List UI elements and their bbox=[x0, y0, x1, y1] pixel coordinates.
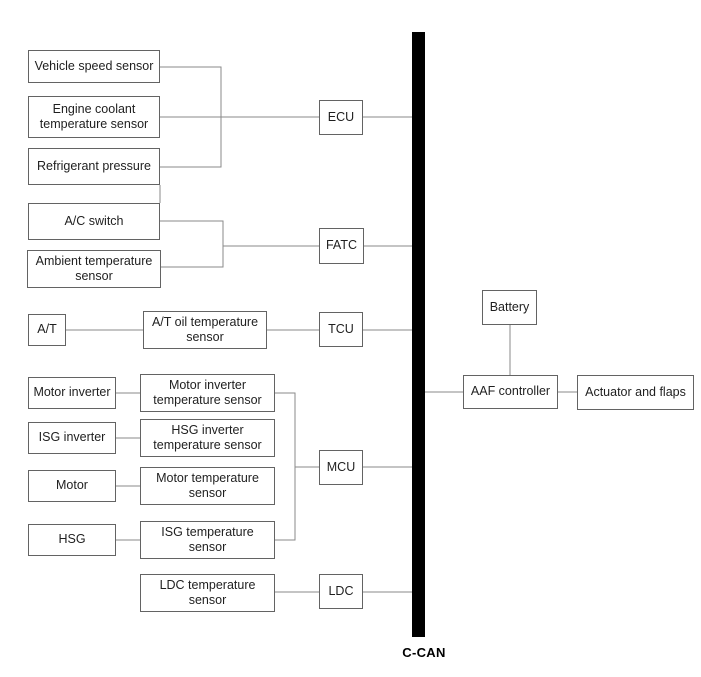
node-label: ISG inverter bbox=[38, 430, 106, 445]
node-label: Battery bbox=[489, 299, 530, 314]
node-ecu: ECU bbox=[319, 100, 363, 135]
node-label: LDC bbox=[328, 583, 354, 598]
node-ambient-temperature-sensor: Ambient temperature sensor bbox=[27, 250, 161, 288]
node-isg-temperature-sensor: ISG temperature sensor bbox=[140, 521, 275, 559]
node-label: HSG inverter temperature sensor bbox=[153, 422, 262, 453]
node-motor-temperature-sensor: Motor temperature sensor bbox=[140, 467, 275, 505]
node-label: Refrigerant pressure bbox=[37, 158, 151, 173]
node-label: A/C switch bbox=[64, 213, 124, 228]
node-label: FATC bbox=[325, 238, 358, 253]
node-tcu: TCU bbox=[319, 312, 363, 347]
node-hsg-inverter-temperature-sensor: HSG inverter temperature sensor bbox=[140, 419, 275, 457]
node-hsg: HSG bbox=[28, 524, 116, 556]
node-battery: Battery bbox=[482, 290, 537, 325]
node-label: Motor inverter bbox=[33, 385, 111, 400]
node-label: Actuator and flaps bbox=[585, 384, 686, 399]
c-can-label: C-CAN bbox=[402, 645, 446, 660]
node-isg-inverter: ISG inverter bbox=[28, 422, 116, 454]
node-label: Motor bbox=[56, 478, 88, 493]
node-label: Motor temperature sensor bbox=[156, 470, 259, 501]
node-ldc-temperature-sensor: LDC temperature sensor bbox=[140, 574, 275, 612]
node-fatc: FATC bbox=[319, 228, 364, 264]
node-label: ECU bbox=[327, 109, 355, 124]
node-at-oil-temperature-sensor: A/T oil temperature sensor bbox=[143, 311, 267, 349]
c-can-bus-bar bbox=[412, 32, 425, 637]
node-label: A/T oil temperature sensor bbox=[151, 314, 259, 345]
node-label: Motor inverter temperature sensor bbox=[153, 377, 262, 408]
node-label: LDC temperature sensor bbox=[159, 577, 256, 608]
node-motor: Motor bbox=[28, 470, 116, 502]
node-label: AAF controller bbox=[470, 384, 551, 399]
node-at: A/T bbox=[28, 314, 66, 346]
node-label: Vehicle speed sensor bbox=[34, 58, 154, 73]
node-label: A/T bbox=[37, 322, 57, 337]
connector-lines bbox=[66, 66, 577, 593]
node-motor-inverter: Motor inverter bbox=[28, 377, 116, 409]
node-mcu: MCU bbox=[319, 450, 363, 485]
node-ldc: LDC bbox=[319, 574, 363, 609]
node-vehicle-speed-sensor: Vehicle speed sensor bbox=[28, 50, 160, 83]
node-label: MCU bbox=[326, 459, 356, 474]
node-label: TCU bbox=[328, 321, 354, 336]
node-refrigerant-pressure: Refrigerant pressure bbox=[28, 148, 160, 185]
node-label: Engine coolant temperature sensor bbox=[39, 101, 149, 132]
node-actuator-and-flaps: Actuator and flaps bbox=[577, 375, 694, 410]
node-label: Ambient temperature sensor bbox=[35, 253, 153, 284]
node-engine-coolant-temperature-sensor: Engine coolant temperature sensor bbox=[28, 96, 160, 138]
node-ac-switch: A/C switch bbox=[28, 203, 160, 240]
node-label: HSG bbox=[58, 532, 86, 547]
node-aaf-controller: AAF controller bbox=[463, 375, 558, 409]
node-label: ISG temperature sensor bbox=[161, 524, 254, 555]
node-motor-inverter-temperature-sensor: Motor inverter temperature sensor bbox=[140, 374, 275, 412]
